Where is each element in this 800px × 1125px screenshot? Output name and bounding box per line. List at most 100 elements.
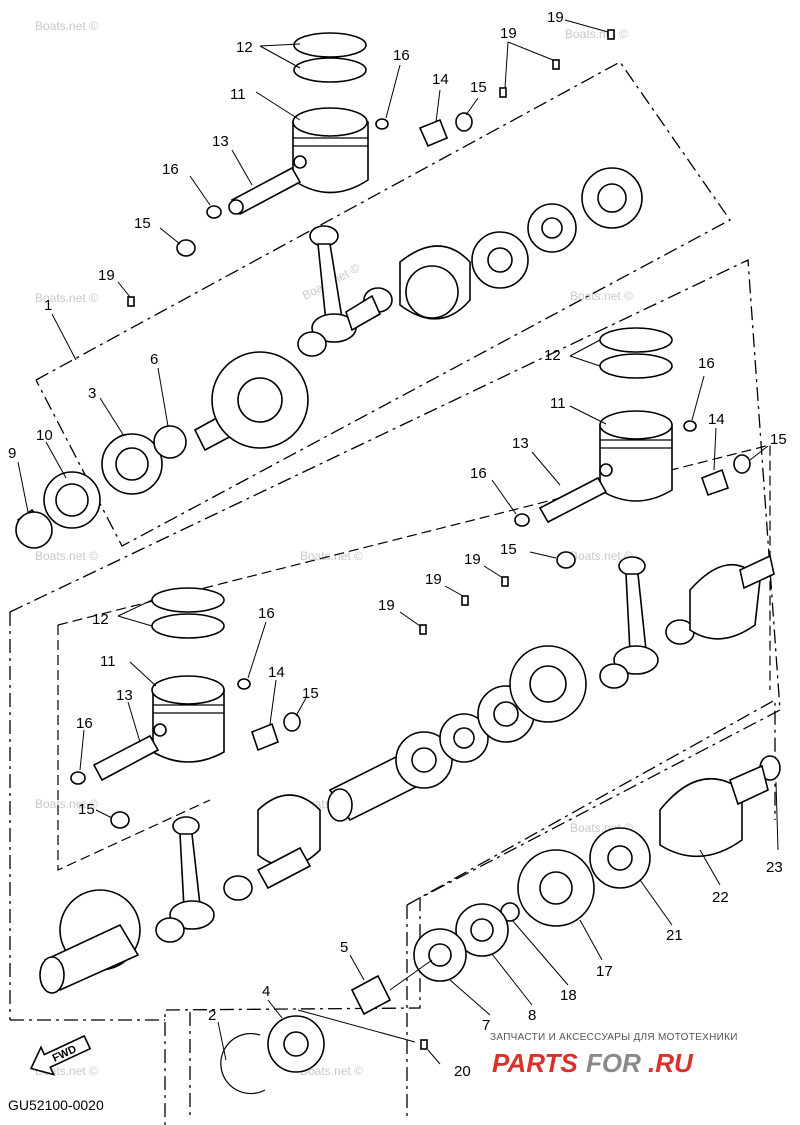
collar [153,425,187,459]
brand-logo: ЗАПЧАСТИ И АКСЕССУАРЫ ДЛЯ МОТОТЕХНИКИ PA… [490,1032,738,1078]
frame-lower [57,625,211,871]
callout: 12 [544,347,561,364]
circlip [375,118,389,130]
callout: 15 [470,79,487,96]
dowel-pin [501,576,509,587]
dowel-pin [607,29,615,40]
nut-face [15,511,53,549]
callout: 3 [88,385,96,402]
dowel-pin [461,595,469,606]
crankshaft-output-face [39,956,65,994]
brand-tagline: ЗАПЧАСТИ И АКСЕССУАРЫ ДЛЯ МОТОТЕХНИКИ [490,1032,738,1043]
lower-piston-group [39,587,321,994]
callout: 1 [44,297,52,314]
callout: 22 [712,889,729,906]
piston-pin-hole [153,723,167,737]
circlip [683,420,697,432]
piston-ring [151,613,225,639]
conrod-big-end [613,645,659,675]
brand-name-red: PARTS [492,1048,578,1078]
callout: 11 [100,653,116,670]
fwd-arrow-icon [29,1034,92,1076]
crank-bearing-bore [597,183,627,213]
callout: 13 [512,435,529,452]
washer [110,811,130,829]
callout: 15 [770,431,787,448]
left-end-group [15,351,309,549]
callout: 12 [236,39,253,56]
callout: 16 [393,47,410,64]
frame-main [9,259,781,1125]
piston-pin-hole [599,463,613,477]
center-crank-row [327,576,587,822]
callout: 16 [258,605,275,622]
dowel-pin [420,1039,428,1050]
callout: 23 [766,859,783,876]
washer [733,454,751,474]
callout: 10 [36,427,53,444]
callout: 15 [302,685,319,702]
watermark: Boats.net © [300,1064,363,1078]
callout: 16 [76,715,93,732]
callout: 7 [482,1017,490,1034]
snap-ring [220,1032,266,1095]
callouts: 12 16 11 14 15 19 19 13 16 15 19 1 6 3 1… [8,9,787,1080]
watermark: Boats.net © [570,289,633,303]
callout: 14 [432,71,449,88]
crank-web-hub [529,665,567,703]
frame-upper [35,61,731,547]
crank-bearing-bore [487,247,513,273]
washer [455,112,473,132]
callout: 17 [596,963,613,980]
piston-ring [599,353,673,379]
callout: 15 [500,541,517,558]
bottom-right-group [220,755,781,1095]
piston-ring [151,587,225,613]
circlip [206,205,222,219]
thrust-washer [297,331,327,357]
callout: 13 [212,133,229,150]
callout: 13 [116,687,133,704]
conrod-small-end [172,816,200,836]
frame-middle [57,444,771,690]
callout: 11 [230,86,246,103]
callout: 19 [425,571,442,588]
callout: 6 [150,351,158,368]
watermark: Boats.net © [570,549,633,563]
piston-pin [92,734,160,782]
crank-bearing-bore [493,701,519,727]
dowel-pin [127,296,135,307]
callout: 19 [547,9,564,26]
upper-piston-group [127,29,643,357]
callout: 20 [454,1063,471,1080]
washer [283,712,301,732]
bearing-bore [115,447,149,481]
callout: 16 [698,355,715,372]
watermark: Boats.net © [300,549,363,563]
dowel-pin [552,59,560,70]
crank-pin [256,846,312,890]
circlip [237,678,251,690]
seal-bore [470,918,494,942]
bearing-bore [283,1031,309,1057]
crank-web-hub [237,377,283,423]
needle-bearing [700,468,730,497]
circlip [70,771,86,785]
conrod-small-end [618,556,646,576]
piston-pin [538,476,608,524]
drive-coupling-bore [539,871,573,905]
callout: 11 [550,395,566,412]
callout: 4 [262,983,270,1000]
crank-journal-end [327,788,353,822]
oil-seal-bore [428,943,452,967]
piston-crown [599,410,673,440]
callout: 8 [528,1007,536,1024]
piston-ring [293,57,367,83]
callout: 19 [98,267,115,284]
washer [556,551,576,569]
dowel-pin [419,624,427,635]
connecting-rod [625,573,647,653]
piston-crown [292,107,368,137]
crank-bearing-bore [411,747,437,773]
